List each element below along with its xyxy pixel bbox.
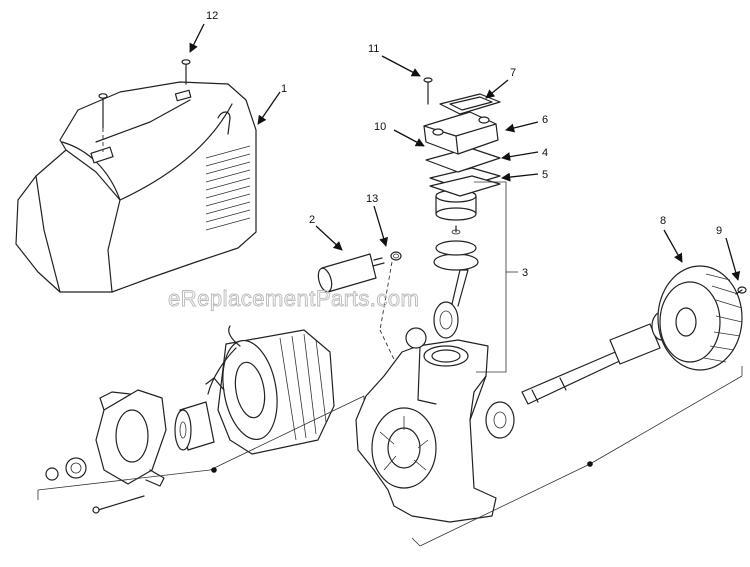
motor-stator	[205, 325, 335, 455]
crankcase-bracket	[411, 366, 743, 547]
cover-screw-right	[181, 59, 191, 85]
capacitor	[317, 253, 385, 293]
callout-1: 1	[281, 83, 287, 95]
callout-7: 7	[510, 67, 516, 79]
motor-end-bell	[95, 389, 167, 487]
crankshaft	[521, 311, 673, 405]
callout-labels: 1 2 3 4 5 6 7 8 9 10 11 12 13	[206, 10, 722, 279]
watermark: eReplacementParts.com	[168, 286, 419, 311]
callout-12: 12	[206, 10, 218, 22]
cylinder-head	[423, 111, 499, 155]
valve-plate-gasket	[429, 167, 501, 197]
piston-ring-group	[433, 225, 479, 271]
cover-screw-left	[98, 93, 108, 152]
crankcase	[355, 339, 497, 523]
crank-bearing	[485, 401, 515, 439]
crankcase-ribs	[379, 416, 429, 471]
callout-13: 13	[366, 193, 378, 205]
callout-8: 8	[660, 215, 666, 227]
callout-4: 4	[542, 147, 548, 159]
callout-11: 11	[368, 43, 379, 55]
callout-5: 5	[542, 169, 548, 181]
stator-fins	[279, 333, 327, 441]
flywheel	[657, 265, 743, 371]
callout-10: 10	[374, 121, 386, 133]
connecting-rod	[405, 269, 469, 349]
shroud-cover	[15, 59, 257, 293]
flywheel-fins	[703, 273, 743, 363]
head-gasket	[439, 93, 501, 115]
through-bolt	[92, 495, 145, 514]
rotor	[174, 401, 215, 451]
motor-bearing	[45, 457, 87, 481]
flywheel-screw	[735, 286, 747, 295]
cooling-vents	[205, 145, 251, 231]
callout-9: 9	[716, 225, 722, 237]
callout-arrows	[189, 23, 741, 281]
assembly-bracket	[474, 181, 507, 373]
fitting	[379, 251, 402, 373]
callout-2: 2	[309, 214, 315, 226]
callout-6: 6	[542, 114, 548, 126]
callout-3: 3	[522, 267, 528, 279]
head-bolt	[423, 77, 433, 105]
